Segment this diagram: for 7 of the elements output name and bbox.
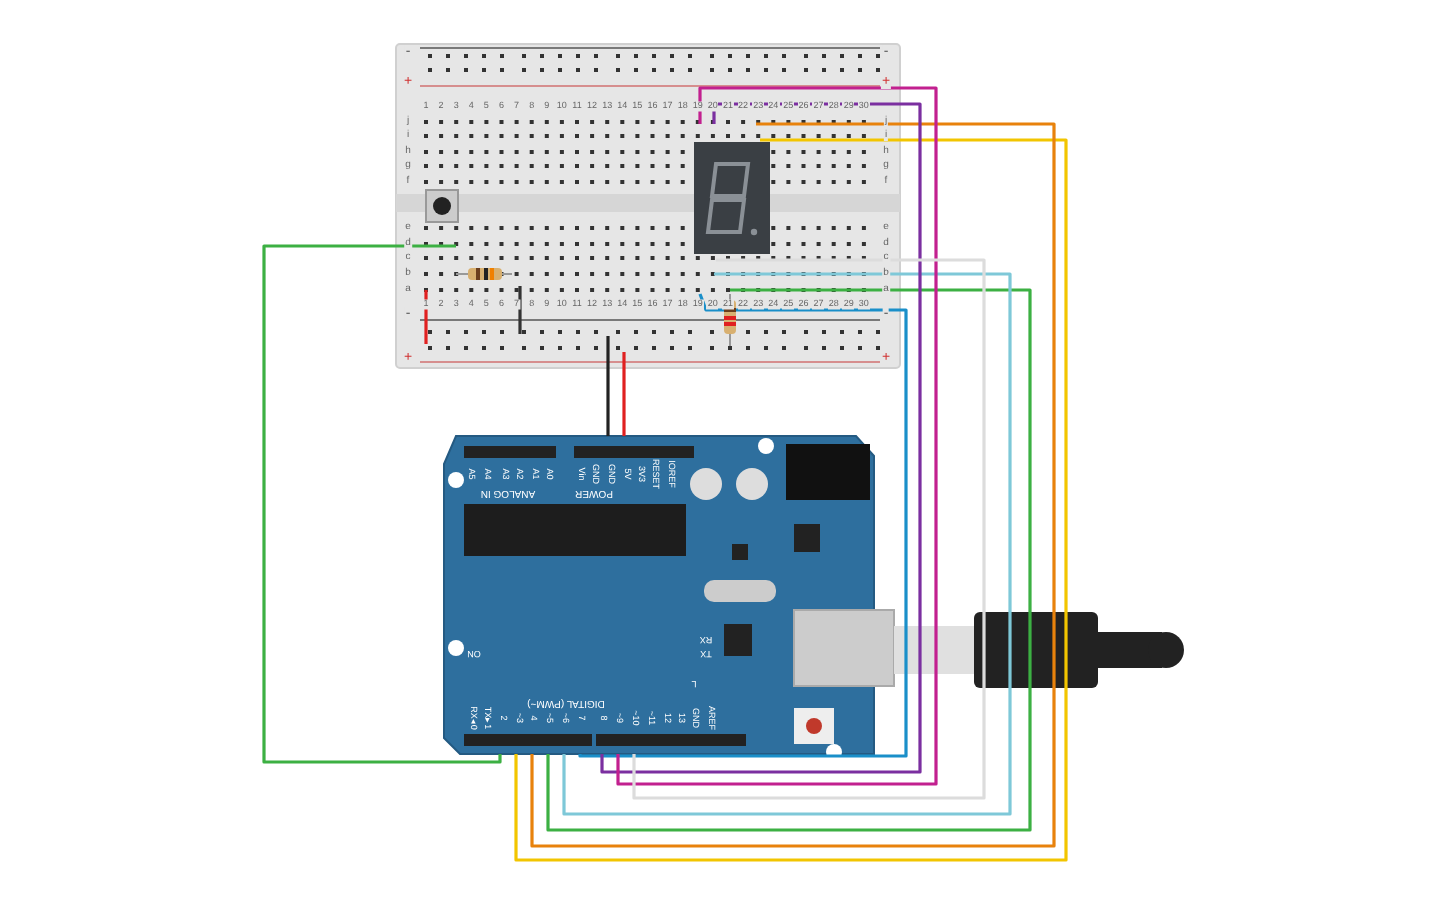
wire xyxy=(632,258,986,800)
breadboard-drawing xyxy=(395,43,901,369)
microcontroller-board-drawing xyxy=(443,435,875,760)
wire xyxy=(262,244,502,764)
wire xyxy=(606,368,610,436)
wire xyxy=(622,368,626,436)
wire xyxy=(578,308,908,758)
